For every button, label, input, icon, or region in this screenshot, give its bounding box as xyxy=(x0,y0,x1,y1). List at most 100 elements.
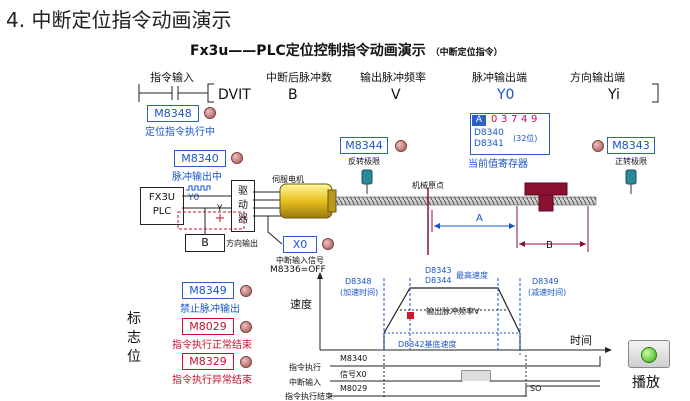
play-button[interactable] xyxy=(628,340,670,368)
flag-m8329-lamp xyxy=(240,356,252,368)
plc-y0-label: Y0 xyxy=(188,193,200,203)
dim-b-arrow-left-icon xyxy=(519,241,525,247)
timing-row-exec: 指令执行 xyxy=(289,363,321,372)
speed-decel: (减速时间) xyxy=(528,288,567,297)
register-digit-5: 9 xyxy=(531,114,538,125)
instruction-bracket-left xyxy=(207,83,214,103)
operand-y0: Y0 xyxy=(497,87,515,103)
dir-output-label: 方向输出 xyxy=(226,239,258,248)
carriage-block-icon xyxy=(524,182,568,196)
flag-m8029-box: M8029 xyxy=(182,318,234,335)
speed-d8349: D8349 xyxy=(532,277,559,286)
timing-m8029: M8029 xyxy=(340,384,368,393)
flag-m8344-box: M8344 xyxy=(340,137,388,154)
time-axis-label: 时间 xyxy=(570,334,592,347)
timing-interrupt-pulse-fill xyxy=(462,371,490,381)
speed-d8342: D8342基底速度 xyxy=(398,340,457,349)
x0-lamp xyxy=(322,238,334,250)
flag-m8340-lamp xyxy=(231,152,243,164)
timing-interrupt-wave xyxy=(330,370,600,382)
servo-motor-icon xyxy=(279,183,333,219)
header-pulse-freq: 输出脉冲频率 xyxy=(360,71,426,84)
reverse-limit-switch-icon xyxy=(361,169,373,185)
flag-m8344-lamp xyxy=(395,140,407,152)
plc-y-label: Y xyxy=(217,204,223,214)
flag-m8340-desc: 脉冲输出中 xyxy=(172,172,222,183)
speed-axis-label: 速度 xyxy=(290,298,312,311)
timing-row-end: 指令执行结束 xyxy=(285,392,333,401)
pulse-train-icon xyxy=(186,185,211,191)
flag-m8329-box: M8329 xyxy=(182,353,234,370)
operand-yi: Yi xyxy=(608,87,620,103)
register-line-2: D8341 xyxy=(474,139,504,149)
timing-m8340: M8340 xyxy=(340,354,368,363)
speed-d8343: D8343 xyxy=(425,266,452,275)
dim-b-arrow-right-icon xyxy=(580,241,586,247)
page-title: Fx3u——PLC定位控制指令动画演示 （中断定位指令） xyxy=(190,40,503,60)
page-heading: 4. 中断定位指令动画演示 xyxy=(6,8,232,32)
register-caption: 当前值寄存器 xyxy=(468,159,528,170)
flag-m8348-desc: 定位指令执行中 xyxy=(145,127,215,138)
flag-m8349-box: M8349 xyxy=(182,282,234,299)
distance-a-label: A xyxy=(476,213,483,224)
timing-signal-x0: 信号X0 xyxy=(340,370,367,379)
timing-so: SO xyxy=(530,384,542,393)
title-note: （中断定位指令） xyxy=(430,48,503,58)
plc-label-1: FX3U xyxy=(148,192,176,203)
flag-m8344-desc: 反转极限 xyxy=(348,157,380,166)
speed-d8344: D8344 xyxy=(425,276,452,285)
register-digit-4: 4 xyxy=(521,114,528,125)
distance-b-label: B xyxy=(546,240,553,251)
timing-row-interrupt: 中断输入 xyxy=(289,378,321,387)
register-digit-1: 0 xyxy=(491,114,498,125)
wire-x0-feedback xyxy=(267,216,283,245)
flag-m8348-lamp xyxy=(204,107,216,119)
timing-end-wave xyxy=(330,385,600,397)
flag-m8340-box: M8340 xyxy=(174,150,226,167)
play-label: 播放 xyxy=(632,375,660,391)
header-dir-out: 方向输出端 xyxy=(570,71,625,84)
status-group-label: 标志位 xyxy=(127,311,141,365)
register-label: A xyxy=(472,115,486,126)
title-main: Fx3u——PLC定位控制指令动画演示 xyxy=(190,43,426,59)
carriage-stem-icon xyxy=(538,194,554,212)
operand-dvit: DVIT xyxy=(218,87,251,103)
flag-m8329-desc: 指令执行异常结束 xyxy=(172,375,252,386)
forward-limit-switch-icon xyxy=(625,169,637,185)
play-indicator-icon xyxy=(641,347,657,363)
m8336-label: M8336=OFF xyxy=(270,265,326,275)
dim-a-arrow-right-icon xyxy=(509,223,515,229)
operand-b: B xyxy=(288,87,298,103)
register-bits: (32位) xyxy=(513,134,538,143)
flag-m8343-lamp xyxy=(592,140,604,152)
origin-label: 机械原点 xyxy=(412,181,444,190)
speed-max: 最高速度 xyxy=(456,271,488,280)
timing-exec-wave xyxy=(330,356,601,367)
header-pulse-out: 脉冲输出端 xyxy=(472,71,527,84)
flag-m8029-desc: 指令执行正常结束 xyxy=(172,340,252,351)
flag-m8343-box: M8343 xyxy=(607,137,655,154)
driver-label: 驱动器 xyxy=(238,186,248,225)
ball-screw xyxy=(335,196,597,206)
speed-output-freq: 输出脉冲频率V xyxy=(426,307,480,316)
flag-m8029-lamp xyxy=(240,321,252,333)
interrupt-signal-label: 中断输入信号 xyxy=(276,256,324,265)
speed-d8348: D8348 xyxy=(345,277,372,286)
register-box: A 0 3 7 4 9 D8340 D8341 (32位) xyxy=(470,113,550,155)
driver-box: 驱动器 xyxy=(231,180,255,232)
register-line-1: D8340 xyxy=(474,128,504,138)
flag-m8349-lamp xyxy=(240,285,252,297)
flag-m8349-desc: 禁止脉冲输出 xyxy=(180,304,240,315)
servo-label: 伺服电机 xyxy=(272,175,304,184)
flag-m8348-box: M8348 xyxy=(147,105,199,122)
plc-box: FX3U PLC xyxy=(140,187,184,225)
speed-accel: (加速时间) xyxy=(340,288,379,297)
plc-label-2: PLC xyxy=(152,206,172,217)
register-digit-2: 3 xyxy=(501,114,508,125)
x0-box: X0 xyxy=(283,236,317,253)
b-box: B xyxy=(185,234,225,252)
flag-m8343-desc: 正转极限 xyxy=(615,157,647,166)
servo-motor-flange xyxy=(327,189,337,213)
header-instruction-input: 指令输入 xyxy=(150,71,194,84)
